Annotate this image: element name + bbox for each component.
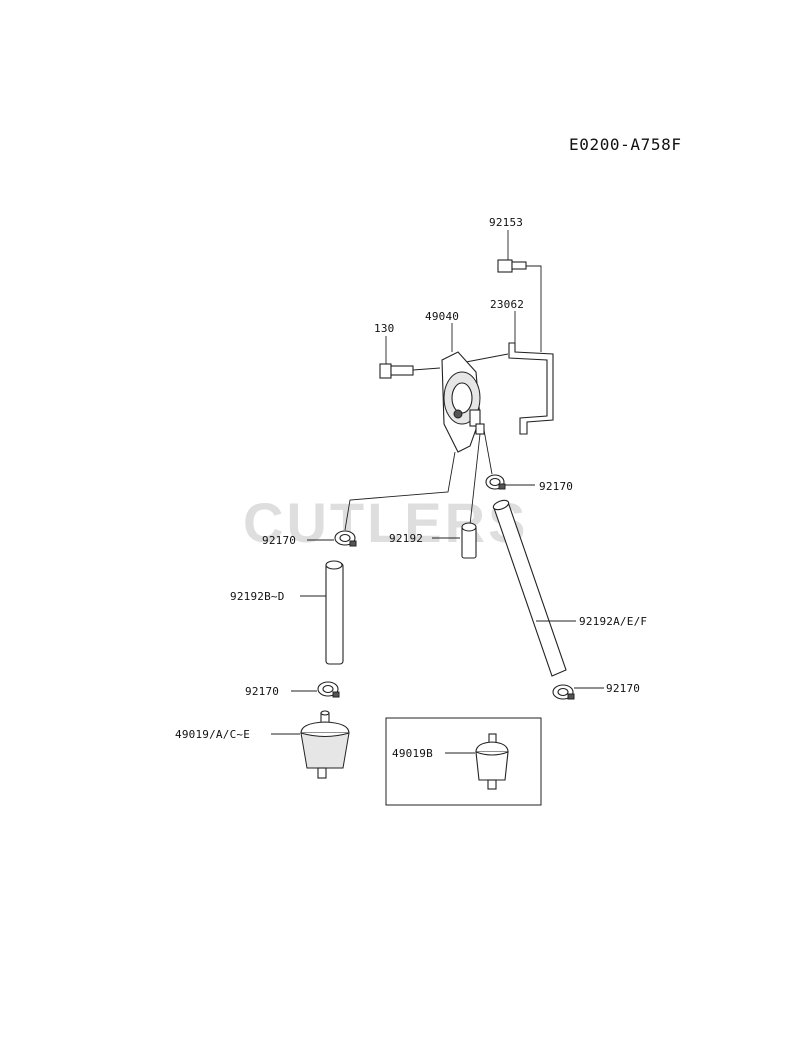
filter-49019B-box (385, 717, 542, 806)
label-49019B: 49019B (392, 747, 433, 760)
watermark: CUTLERS (243, 491, 529, 554)
label-92170-lower-left: 92170 (245, 685, 280, 698)
hose-92192A-E-F (492, 499, 576, 677)
clamp-92170-upper-left (307, 530, 357, 547)
label-92192A-E-F: 92192A/E/F (579, 615, 648, 628)
label-49040: 49040 (425, 310, 460, 323)
label-92170-lower-right: 92170 (606, 682, 641, 695)
label-92153: 92153 (489, 216, 524, 229)
label-23062: 23062 (490, 298, 525, 311)
clamp-92170-lower-left (291, 681, 340, 698)
clamp-92170-upper-right (483, 429, 535, 490)
clamp-92170-lower-right (552, 684, 604, 700)
label-49019-A-C-E: 49019/A/C~E (175, 728, 251, 741)
bracket-23062 (508, 311, 554, 435)
label-130: 130 (374, 322, 395, 335)
label-92170-upper-left: 92170 (262, 534, 297, 547)
hose-92192B-D (300, 560, 344, 665)
label-92170-upper-right: 92170 (539, 480, 574, 493)
label-92192: 92192 (389, 532, 424, 545)
fuel-pump-49040 (344, 323, 485, 531)
label-92192B-D: 92192B~D (230, 590, 285, 603)
hose-92192-short (432, 522, 477, 559)
diagram-code: E0200-A758F (569, 135, 682, 154)
fuel-filter-49019-A-C-E (271, 710, 350, 779)
bolt-92153 (497, 230, 542, 352)
